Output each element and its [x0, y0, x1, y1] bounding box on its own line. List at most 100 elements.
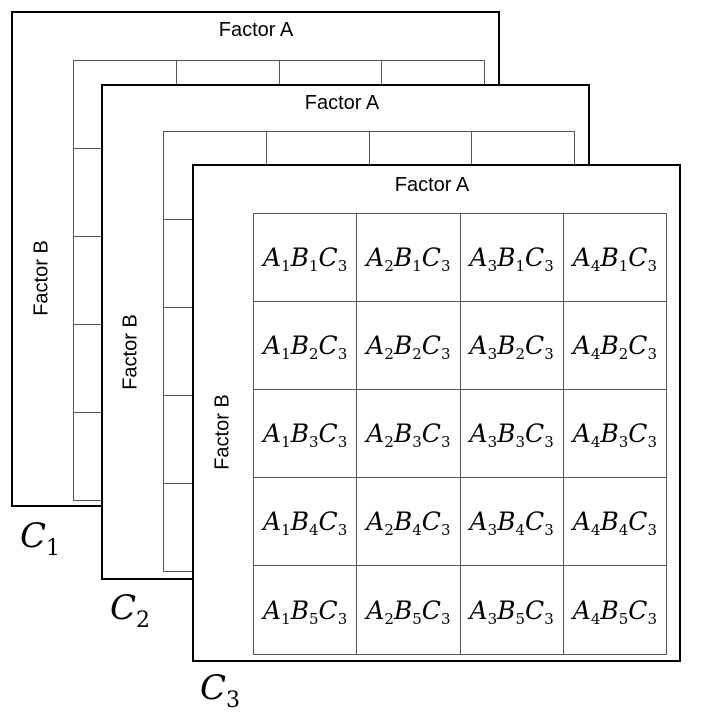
cell-factor-index: 1 [281, 521, 291, 539]
cell-factor-letter: B [497, 595, 516, 625]
grid-cell: A2B2C3 [356, 301, 461, 390]
cell-factor-index: 1 [412, 257, 422, 275]
cell-factor-index: 3 [647, 257, 657, 275]
cell-factor-letter: A [263, 243, 282, 272]
cell-factor-letter: B [600, 331, 619, 360]
cell-factor-letter: A [366, 419, 385, 448]
cell-factor-index: 3 [487, 345, 498, 363]
cell-factor-letter: C [628, 331, 648, 360]
cell-factor-letter: C [318, 419, 338, 448]
cell-factor-index: 5 [309, 609, 319, 628]
cell-factor-letter: B [393, 507, 413, 536]
grid-cell: A4B1C3 [562, 213, 668, 302]
cell-factor-index: 4 [590, 433, 601, 451]
cell-factor-letter: A [572, 419, 591, 448]
cell-factor-index: 3 [337, 521, 348, 539]
cell-factor-index: 3 [544, 521, 554, 539]
cell-factor-letter: A [572, 595, 591, 625]
cell-factor-index: 3 [412, 433, 422, 451]
cell-factor-index: 2 [309, 345, 319, 363]
cell-factor-index: 3 [440, 345, 451, 363]
cell-factor-letter: A [469, 507, 488, 536]
cell-factor-index: 3 [647, 433, 657, 451]
cell-factor-letter: C [318, 595, 338, 625]
cell-factor-index: 3 [337, 257, 348, 275]
cell-factor-index: 4 [590, 345, 601, 363]
cell-factor-letter: B [290, 243, 309, 272]
grid-cell: A4B3C3 [562, 389, 668, 478]
cell-factor-letter: B [290, 419, 309, 448]
cell-factor-letter: C [628, 507, 648, 536]
grid-cell: A1B1C3 [252, 213, 358, 302]
cell-factor-index: 3 [544, 433, 554, 451]
cell-factor-index: 1 [515, 257, 526, 275]
grid-cell: A3B5C3 [459, 565, 564, 655]
grid-cell: A1B3C3 [252, 389, 358, 478]
cell-factor-letter: B [290, 507, 309, 536]
cell-factor-index: 2 [515, 345, 526, 363]
cell-factor-index: 4 [412, 521, 422, 539]
grid-cell: A3B4C3 [459, 477, 564, 566]
grid-cell: A1B5C3 [252, 565, 358, 655]
cell-factor-letter: A [469, 419, 488, 448]
cell-factor-letter: C [421, 243, 441, 272]
cell-factor-index: 3 [440, 433, 451, 451]
cell-factor-letter: A [469, 331, 488, 360]
cell-factor-letter: B [600, 419, 619, 448]
factor-b-label: Factor B [211, 394, 234, 470]
cell-factor-letter: C [421, 331, 441, 360]
cell-factor-index: 4 [515, 521, 526, 539]
cell-factor-index: 3 [487, 521, 498, 539]
cell-factor-index: 3 [647, 609, 657, 628]
cell-factor-index: 2 [618, 345, 629, 363]
grid-cell: A3B2C3 [459, 301, 564, 390]
cell-factor-index: 5 [515, 609, 526, 628]
factor-a-label: Factor A [304, 92, 380, 114]
cell-factor-index: 3 [647, 345, 657, 363]
cell-factor-letter: A [366, 243, 385, 272]
grid-cell: A4B2C3 [562, 301, 668, 390]
cell-factor-letter: C [421, 419, 441, 448]
cell-factor-letter: B [393, 331, 413, 360]
cell-factor-letter: C [628, 419, 648, 448]
grid-cell: A2B4C3 [356, 477, 461, 566]
grid-cell: A4B4C3 [562, 477, 668, 566]
cell-factor-letter: C [318, 507, 338, 536]
cell-factor-letter: B [393, 243, 413, 272]
cell-factor-index: 2 [384, 257, 394, 275]
cell-factor-letter: A [366, 331, 385, 360]
cell-factor-letter: C [525, 595, 545, 625]
cell-factor-letter: B [290, 331, 309, 360]
grid-cell: A1B2C3 [252, 301, 358, 390]
cell-factor-letter: B [290, 595, 309, 625]
cell-factor-letter: A [366, 595, 385, 625]
cell-factor-index: 3 [337, 345, 348, 363]
cell-factor-index: 3 [647, 521, 657, 539]
cell-factor-letter: A [263, 419, 282, 448]
grid-cell: A1B4C3 [252, 477, 358, 566]
cell-factor-letter: C [421, 507, 441, 536]
cell-factor-index: 5 [412, 609, 422, 628]
cell-factor-index: 3 [487, 257, 498, 275]
cell-factor-index: 4 [309, 521, 319, 539]
layer-c2-label: C2 [110, 588, 151, 633]
cell-factor-letter: B [497, 419, 516, 448]
cell-factor-index: 1 [281, 257, 291, 275]
cell-factor-letter: B [393, 595, 413, 625]
cell-factor-letter: B [497, 243, 516, 272]
factor-a-label: Factor A [394, 174, 470, 196]
cell-factor-letter: C [525, 243, 545, 272]
grid-cell: A3B3C3 [459, 389, 564, 478]
cell-factor-letter: C [318, 331, 338, 360]
factor-a-label: Factor A [218, 19, 294, 41]
grid-cell: A3B1C3 [459, 213, 564, 302]
cell-factor-index: 3 [309, 433, 319, 451]
cell-factor-letter: C [525, 419, 545, 448]
cell-factor-letter: C [525, 507, 545, 536]
cell-factor-letter: A [366, 507, 385, 536]
cell-factor-letter: A [572, 507, 591, 536]
cell-factor-index: 3 [487, 609, 498, 628]
factor-b-label: Factor B [119, 314, 142, 390]
cell-factor-index: 3 [440, 257, 451, 275]
